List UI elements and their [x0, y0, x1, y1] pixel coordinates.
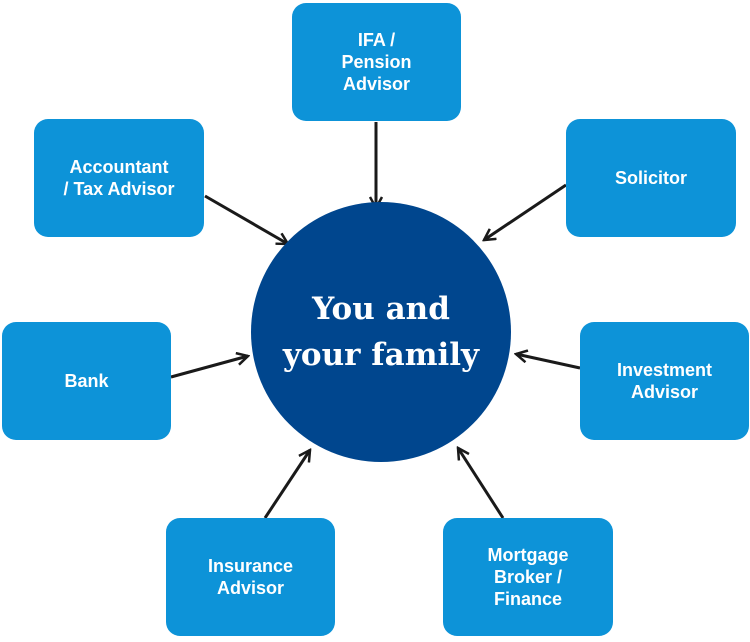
arrow-mortgage	[458, 448, 505, 519]
node-ifa-pension-advisor: IFA / Pension Advisor	[292, 3, 461, 121]
node-mortgage-broker-finance: Mortgage Broker / Finance	[443, 518, 613, 636]
node-solicitor: Solicitor	[566, 119, 736, 237]
node-solicitor-label: Solicitor	[614, 168, 687, 188]
node-ifa-pension-advisor-label: IFA / Pension Advisor	[341, 30, 412, 94]
node-insurance-advisor-label: Insurance Advisor	[207, 556, 294, 598]
node-investment-advisor: Investment Advisor	[580, 322, 749, 440]
node-insurance-advisor: Insurance Advisor	[166, 518, 335, 636]
center-node-you-and-your-family: You and your family	[251, 202, 511, 462]
arrow-insurance	[263, 450, 310, 519]
node-accountant-tax-advisor-label: Accountant / Tax Advisor	[63, 157, 175, 199]
node-bank: Bank	[2, 322, 171, 440]
arrow-bank	[170, 356, 248, 379]
node-mortgage-broker-finance-label: Mortgage Broker / Finance	[487, 545, 569, 609]
arrow-investment	[516, 354, 581, 370]
arrow-solicitor	[484, 183, 567, 240]
node-accountant-tax-advisor: Accountant / Tax Advisor	[34, 119, 204, 237]
node-bank-label: Bank	[64, 371, 109, 391]
center-node-label: You and your family	[282, 291, 480, 373]
node-investment-advisor-label: Investment Advisor	[616, 360, 713, 402]
arrow-accountant	[204, 194, 288, 244]
